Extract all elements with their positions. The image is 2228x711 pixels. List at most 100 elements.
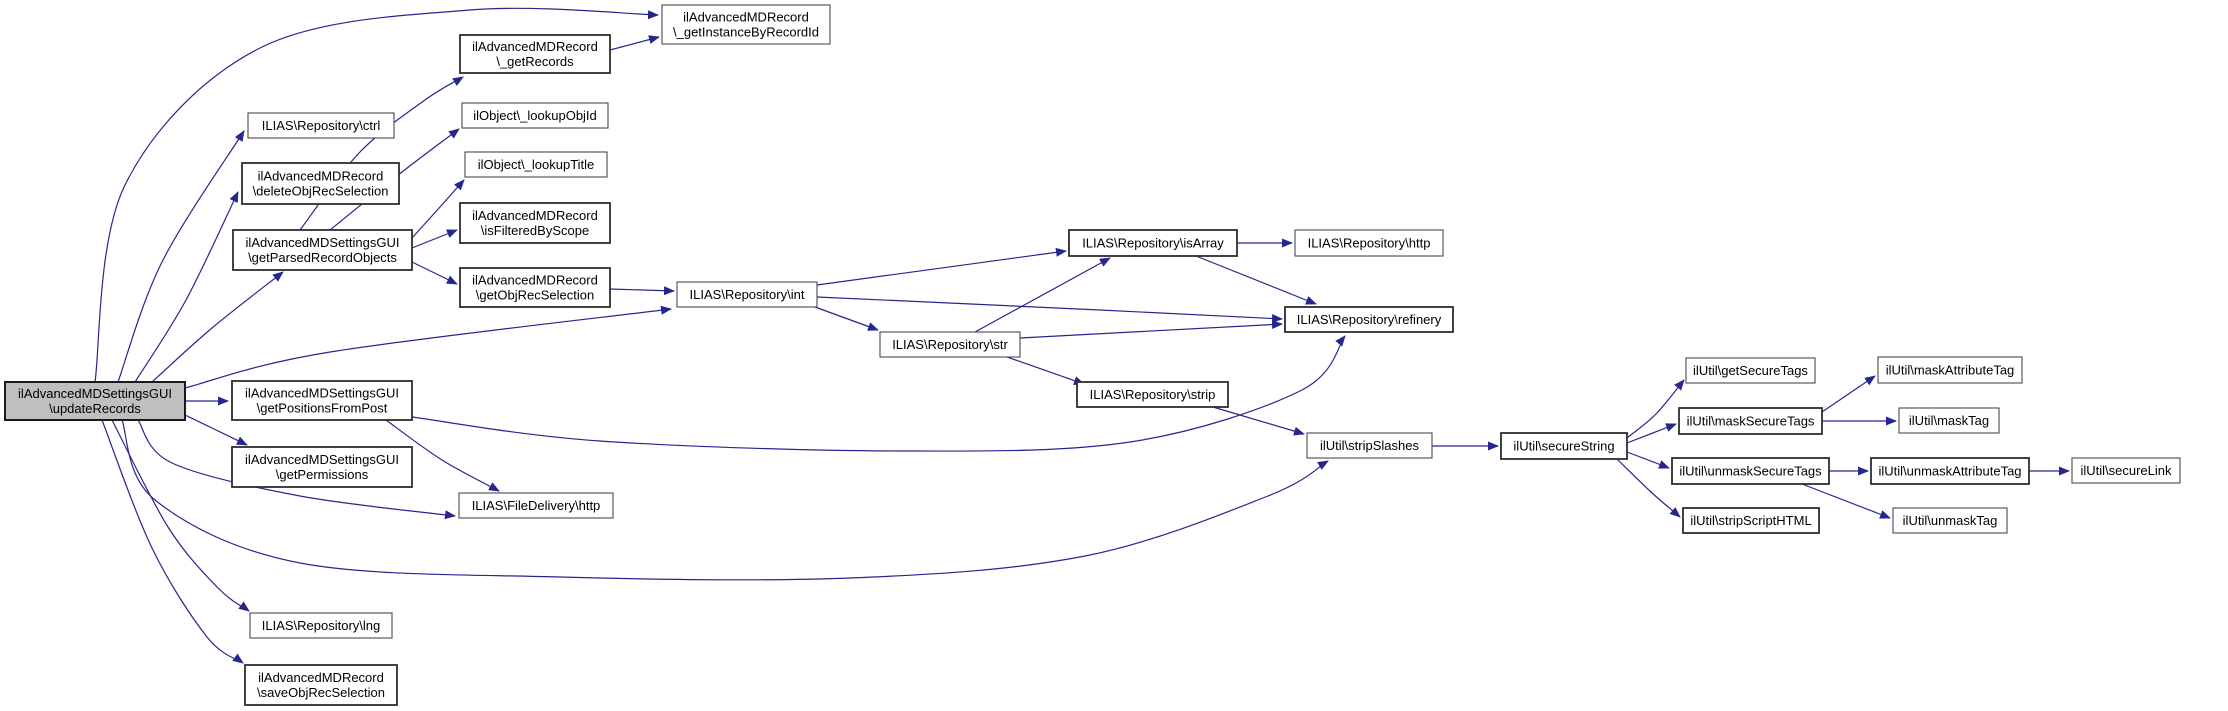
node-getObjRecSelection-label-1: \getObjRecSelection <box>476 288 595 303</box>
edge-getParsedRecordObjects-to-getRecords <box>299 76 464 231</box>
node-getPositionsFromPost-box <box>231 380 413 421</box>
node-ctrl-label-0: ILIAS\Repository\ctrl <box>262 118 381 133</box>
edge-getObjRecSelection-to-int <box>609 286 675 296</box>
node-lookupTitle[interactable]: ilObject\_lookupTitle <box>464 151 608 178</box>
node-refinery-label-0: ILIAS\Repository\refinery <box>1297 312 1442 327</box>
edge-getParsedRecordObjects-to-lookupTitle <box>411 179 465 239</box>
node-getParsedRecordObjects[interactable]: ilAdvancedMDSettingsGUI\getParsedRecordO… <box>232 229 413 271</box>
node-getParsedRecordObjects-label-1: \getParsedRecordObjects <box>248 250 397 265</box>
edge-str-to-refinery <box>1019 320 1283 339</box>
node-maskTag-label-0: ilUtil\maskTag <box>1909 413 1989 428</box>
node-maskTag[interactable]: ilUtil\maskTag <box>1898 407 2000 434</box>
node-stripSlashes[interactable]: ilUtil\stripSlashes <box>1306 432 1433 459</box>
node-strip[interactable]: ILIAS\Repository\strip <box>1076 381 1229 408</box>
node-str-label-0: ILIAS\Repository\str <box>892 337 1008 352</box>
node-secureString[interactable]: ilUtil\secureString <box>1500 432 1628 460</box>
node-getPositionsFromPost[interactable]: ilAdvancedMDSettingsGUI\getPositionsFrom… <box>231 380 413 421</box>
node-unmaskAttributeTag[interactable]: ilUtil\unmaskAttributeTag <box>1870 457 2030 485</box>
node-getPermissions-box <box>231 446 413 488</box>
node-saveObjRecSelection-box <box>244 664 398 706</box>
node-stripScriptHTML-label-0: ilUtil\stripScriptHTML <box>1690 513 1811 528</box>
node-unmaskSecureTags-box <box>1671 457 1830 485</box>
node-strip-label-0: ILIAS\Repository\strip <box>1090 387 1216 402</box>
node-unmaskTag[interactable]: ilUtil\unmaskTag <box>1892 507 2008 534</box>
node-maskAttributeTag-box <box>1877 356 2023 384</box>
node-stripScriptHTML-box <box>1682 507 1820 534</box>
node-saveObjRecSelection[interactable]: ilAdvancedMDRecord\saveObjRecSelection <box>244 664 398 706</box>
edge-unmaskSecureTags-to-unmaskTag <box>1801 483 1891 519</box>
node-maskSecureTags[interactable]: ilUtil\maskSecureTags <box>1678 407 1823 435</box>
node-httpRepo-box <box>1294 229 1444 257</box>
node-getObjRecSelection-label-0: ilAdvancedMDRecord <box>472 273 598 288</box>
node-httpRepo[interactable]: ILIAS\Repository\http <box>1294 229 1444 257</box>
node-isFilteredByScope-label-1: \isFilteredByScope <box>481 223 589 238</box>
edge-int-to-str <box>814 306 879 331</box>
node-unmaskSecureTags[interactable]: ilUtil\unmaskSecureTags <box>1671 457 1830 485</box>
node-lng[interactable]: ILIAS\Repository\lng <box>249 612 393 639</box>
node-secureString-label-0: ilUtil\secureString <box>1513 439 1614 454</box>
node-fileDeliveryHttp[interactable]: ILIAS\FileDelivery\http <box>458 492 614 519</box>
edge-str-to-isArray <box>974 257 1111 333</box>
node-maskSecureTags-label-0: ilUtil\maskSecureTags <box>1687 414 1815 429</box>
node-int-box <box>676 281 818 308</box>
node-getRecords-label-0: ilAdvancedMDRecord <box>472 39 598 54</box>
node-getSecureTags-box <box>1685 357 1816 384</box>
node-refinery[interactable]: ILIAS\Repository\refinery <box>1284 306 1454 333</box>
edge-secureString-to-unmaskSecureTags <box>1626 451 1670 469</box>
node-lng-label-0: ILIAS\Repository\lng <box>262 618 381 633</box>
node-unmaskTag-box <box>1892 507 2008 534</box>
node-getRecords[interactable]: ilAdvancedMDRecord\_getRecords <box>459 34 611 74</box>
edge-int-to-isArray <box>816 247 1067 286</box>
node-httpRepo-label-0: ILIAS\Repository\http <box>1308 236 1431 251</box>
node-lookupObjId[interactable]: ilObject\_lookupObjId <box>461 102 609 129</box>
node-maskAttributeTag[interactable]: ilUtil\maskAttributeTag <box>1877 356 2023 384</box>
edge-getParsedRecordObjects-to-getObjRecSelection <box>411 261 458 285</box>
edge-str-to-strip <box>1006 356 1085 385</box>
node-ctrl[interactable]: ILIAS\Repository\ctrl <box>247 112 395 139</box>
node-stripScriptHTML[interactable]: ilUtil\stripScriptHTML <box>1682 507 1820 534</box>
edge-updateRecords-to-getParsedRecordObjects <box>151 271 284 383</box>
node-secureLink[interactable]: ilUtil\secureLink <box>2071 457 2181 484</box>
node-deleteObjRecSelection[interactable]: ilAdvancedMDRecord\deleteObjRecSelection <box>241 162 400 205</box>
edge-maskSecureTags-to-maskAttributeTag <box>1821 375 1876 413</box>
node-saveObjRecSelection-label-1: \saveObjRecSelection <box>257 685 385 700</box>
node-strip-box <box>1076 381 1229 408</box>
node-getPermissions-label-0: ilAdvancedMDSettingsGUI <box>245 452 399 467</box>
node-getInstanceByRecordId-label-0: ilAdvancedMDRecord <box>683 10 809 25</box>
node-saveObjRecSelection-label-0: ilAdvancedMDRecord <box>258 670 384 685</box>
node-int-label-0: ILIAS\Repository\int <box>690 287 805 302</box>
node-getInstanceByRecordId[interactable]: ilAdvancedMDRecord\_getInstanceByRecordI… <box>661 4 831 45</box>
edges-layer <box>94 7 2070 664</box>
node-fileDeliveryHttp-label-0: ILIAS\FileDelivery\http <box>472 498 601 513</box>
edge-int-to-refinery <box>816 296 1283 324</box>
edge-getParsedRecordObjects-to-isFilteredByScope <box>411 229 458 249</box>
edge-secureString-to-getSecureTags <box>1626 379 1685 439</box>
node-getSecureTags[interactable]: ilUtil\getSecureTags <box>1685 357 1816 384</box>
node-lookupTitle-box <box>464 151 608 178</box>
node-str-box <box>879 331 1021 358</box>
edge-updateRecords-to-saveObjRecSelection <box>101 419 244 664</box>
node-int[interactable]: ILIAS\Repository\int <box>676 281 818 308</box>
edge-updateRecords-to-int <box>184 305 672 389</box>
node-getPermissions[interactable]: ilAdvancedMDSettingsGUI\getPermissions <box>231 446 413 488</box>
edge-updateRecords-to-lng <box>111 419 250 612</box>
node-lng-box <box>249 612 393 639</box>
node-getObjRecSelection-box <box>459 267 611 308</box>
node-unmaskTag-label-0: ilUtil\unmaskTag <box>1903 513 1998 528</box>
node-isFilteredByScope-label-0: ilAdvancedMDRecord <box>472 208 598 223</box>
node-isArray[interactable]: ILIAS\Repository\isArray <box>1068 229 1238 257</box>
node-secureLink-label-0: ilUtil\secureLink <box>2080 463 2172 478</box>
node-str[interactable]: ILIAS\Repository\str <box>879 331 1021 358</box>
node-getObjRecSelection[interactable]: ilAdvancedMDRecord\getObjRecSelection <box>459 267 611 308</box>
node-unmaskSecureTags-label-0: ilUtil\unmaskSecureTags <box>1679 464 1822 479</box>
node-lookupObjId-box <box>461 102 609 129</box>
node-deleteObjRecSelection-label-1: \deleteObjRecSelection <box>253 184 389 199</box>
node-lookupObjId-label-0: ilObject\_lookupObjId <box>473 108 597 123</box>
node-ctrl-box <box>247 112 395 139</box>
node-maskTag-box <box>1898 407 2000 434</box>
edge-updateRecords-to-getPermissions <box>182 413 248 446</box>
edge-getPositionsFromPost-to-fileDeliveryHttp <box>385 419 500 492</box>
node-updateRecords-box <box>4 381 186 421</box>
node-isFilteredByScope[interactable]: ilAdvancedMDRecord\isFilteredByScope <box>459 202 611 244</box>
